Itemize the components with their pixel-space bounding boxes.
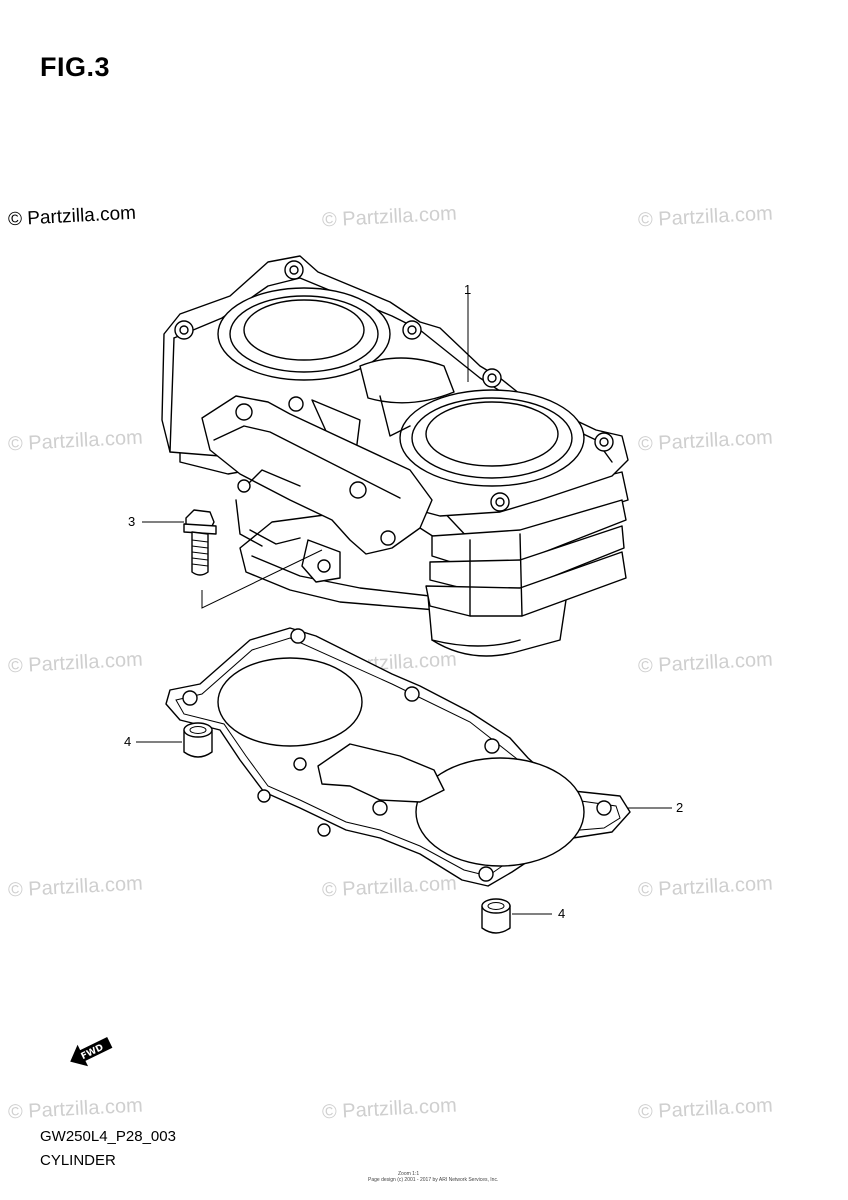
callout-part-4-lower: 4	[558, 906, 566, 921]
fwd-arrow-icon: FWD	[70, 1036, 113, 1067]
cylinder-block-part-1[interactable]	[161, 255, 629, 657]
diagram-code: GW250L4_P28_003	[40, 1128, 176, 1145]
dowel-pin-upper[interactable]	[183, 722, 213, 758]
callout-part-2: 2	[676, 800, 684, 815]
figure-title: FIG.3	[40, 52, 111, 82]
dowel-pin-lower[interactable]	[481, 898, 511, 934]
gasket-part-2[interactable]	[165, 627, 631, 887]
callout-part-3: 3	[128, 514, 136, 529]
callout-part-4-upper: 4	[124, 734, 132, 749]
leader-lines	[136, 294, 672, 915]
footer-copyright: Page design (c) 2001 - 2017 by ARI Netwo…	[368, 1177, 499, 1183]
callout-part-1: 1	[464, 282, 472, 297]
diagram-name: CYLINDER	[40, 1152, 116, 1169]
page-footer: Zoom 1:1 Page design (c) 2001 - 2017 by …	[368, 1171, 498, 1183]
footer-zoom: Zoom 1:1	[398, 1171, 420, 1177]
bolt-part-3[interactable]	[183, 509, 217, 576]
